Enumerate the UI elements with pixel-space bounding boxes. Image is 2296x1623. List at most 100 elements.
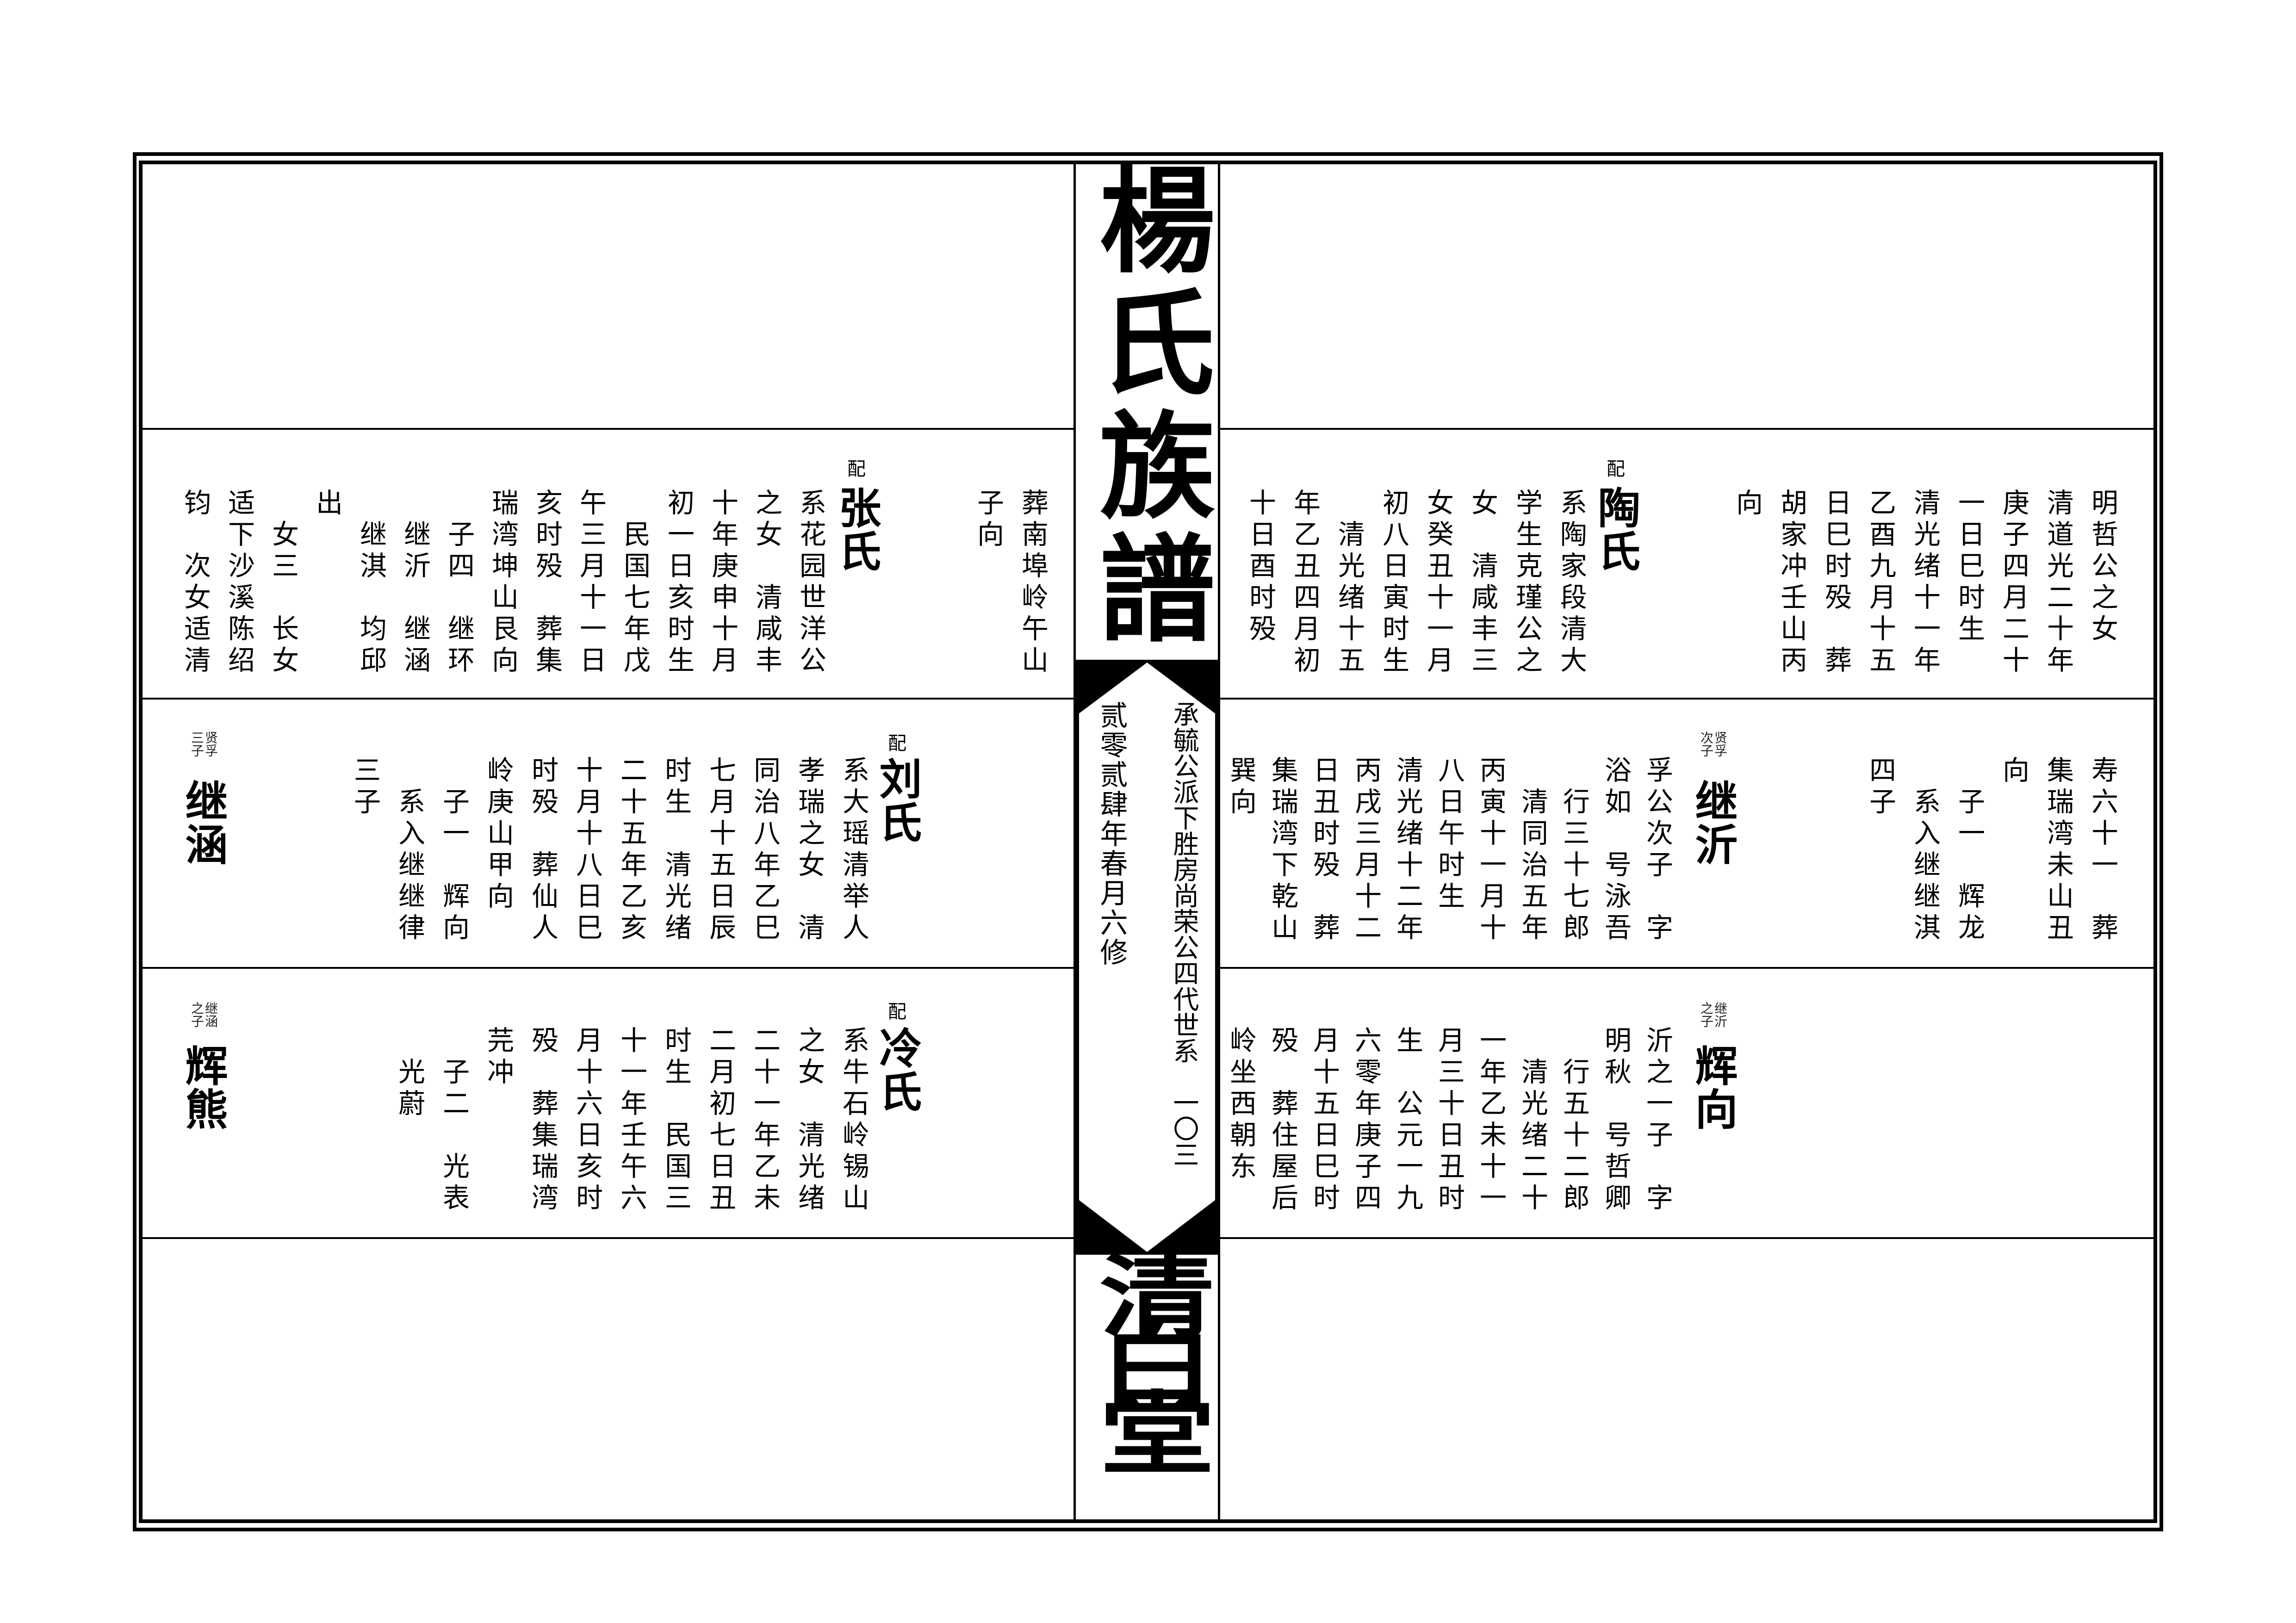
text-column: 清光绪十五 (1334, 489, 1365, 677)
text-column: 出 (311, 489, 343, 520)
text-column: 继沂 继涵 (399, 489, 431, 677)
member-record: 沂之一子 字明秋 号哲卿 行五十二郎 清光绪二十一年乙未十一月三十日丑时生 公元… (1220, 1026, 1678, 1215)
text-column: 孚公次子 字 (1642, 756, 1673, 945)
text-column: 系牛石岭锡山 (838, 1026, 869, 1215)
genealogy-title: 楊氏族譜 (1080, 160, 1216, 652)
text-column: 十一年壬午六 (616, 1026, 647, 1215)
text-column: 清同治五年 (1517, 756, 1548, 945)
inner-border (139, 161, 2157, 1523)
lineage-subtitle: 承毓公派下胜房尚荣公四代世系 一〇三 (1169, 701, 1199, 1167)
text-column: 二十一年乙未 (749, 1026, 781, 1215)
member-name: 继沂 (1688, 779, 1738, 866)
text-column: 月三十日丑时 (1433, 1026, 1465, 1215)
text-column: 孝瑞之女 清 (794, 756, 825, 945)
text-column: 瑞湾坤山艮向 (487, 489, 519, 677)
text-column: 亥时殁 葬集 (531, 489, 563, 677)
row-divider (1220, 967, 2154, 969)
text-column: 系入继继淇 (1909, 756, 1941, 945)
text-column: 明哲公之女 (2087, 489, 2118, 646)
spouse-marker: 配 (885, 1002, 906, 1020)
text-column: 殁 葬集瑞湾 (527, 1026, 558, 1215)
relation-label: 贤孚三子 (189, 731, 218, 757)
text-column: 系花园世洋公 (795, 489, 826, 677)
relation-label: 继涵之子 (189, 1002, 218, 1028)
text-column: 时生 清光绪 (660, 756, 692, 945)
text-column: 丙寅十一月十 (1475, 756, 1507, 945)
text-column: 胡家冲壬山丙 (1776, 489, 1807, 677)
text-column: 四子 (1865, 756, 1896, 819)
spouse-record: 系花园世洋公之女 清咸丰十年庚申十月初一日亥时生 民国七年戊午三月十一日亥时殁 … (173, 489, 832, 677)
text-column: 葬南埠岭午山 (1017, 489, 1049, 677)
text-column: 日丑时殁 葬 (1309, 756, 1340, 945)
row-divider (141, 428, 1074, 430)
text-column: 行五十二郎 (1558, 1026, 1590, 1215)
text-column: 学生克瑾公之 (1511, 489, 1543, 677)
text-column: 子二 光表 (438, 1026, 470, 1215)
text-column: 清光绪十一年 (1909, 489, 1941, 677)
member-record: 孚公次子 字浴如 号泳吾 行三十七郎 清同治五年丙寅十一月十八日午时生清光绪十二… (1220, 756, 1678, 945)
text-column: 巽向 (1225, 756, 1257, 819)
spouse-name: 张氏 (832, 486, 881, 573)
text-column: 之女 清光绪 (794, 1026, 825, 1215)
text-column: 清光绪二十 (1517, 1026, 1548, 1215)
text-column: 生 公元一九 (1392, 1026, 1423, 1215)
text-column: 十年庚申十月 (707, 489, 738, 677)
text-column: 之女 清咸丰 (751, 489, 782, 677)
spouse-name: 刘氏 (872, 757, 922, 844)
spouse-record: 系陶家段清大学生克瑾公之女 清咸丰三女癸丑十一月初八日寅时生 清光绪十五年乙丑四… (1238, 489, 1594, 677)
outer-border (133, 152, 2163, 1531)
text-column: 行三十七郎 (1558, 756, 1590, 945)
spouse-marker: 配 (844, 459, 865, 477)
text-column: 六零年庚子四 (1350, 1026, 1382, 1215)
text-column: 三子 (349, 756, 381, 819)
text-column: 寿六十一 葬 (2087, 756, 2118, 945)
text-column: 同治八年乙巳 (749, 756, 781, 945)
text-column: 集瑞湾下乾山 (1267, 756, 1298, 945)
text-column: 向 (1998, 756, 2029, 787)
record-continued: 寿六十一 葬集瑞湾未山丑向 子一 辉龙 系入继继淇四子 (1858, 756, 2125, 945)
text-column: 女癸丑十一月 (1422, 489, 1454, 677)
row-divider (1220, 428, 2154, 430)
text-column: 七月十五日辰 (705, 756, 736, 945)
text-column: 清光绪十二年 (1392, 756, 1423, 945)
text-column: 岭庚山甲向 (483, 756, 514, 913)
text-column: 时生 民国三 (660, 1026, 692, 1215)
text-column: 初一日亥时生 (663, 489, 695, 677)
text-column: 午三月十一日 (575, 489, 607, 677)
row-divider (1220, 1237, 2154, 1239)
text-column: 初八日寅时生 (1378, 489, 1409, 677)
text-column: 光蔚 (394, 1026, 425, 1121)
text-column: 一日巳时生 (1954, 489, 1985, 646)
text-column: 子一 辉龙 (1954, 756, 1985, 945)
text-column: 一年乙未十一 (1475, 1026, 1507, 1215)
text-column: 乙酉九月十五 (1865, 489, 1896, 677)
text-column: 十日酉时殁 (1245, 489, 1276, 646)
member-name: 辉熊 (178, 1044, 228, 1131)
text-column: 二月初七日丑 (705, 1026, 736, 1215)
text-column: 月十五日巳时 (1309, 1026, 1340, 1215)
text-column: 芫冲 (483, 1026, 514, 1089)
text-column: 明秋 号哲卿 (1600, 1026, 1632, 1215)
text-column: 年乙丑四月初 (1289, 489, 1321, 677)
text-column: 二十五年乙亥 (616, 756, 647, 945)
record-mingzhe-daughter: 明哲公之女清道光二十年庚子四月二十一日巳时生清光绪十一年乙酉九月十五日巳时殁 葬… (1725, 489, 2125, 677)
relation-label: 贤孚次子 (1699, 731, 1728, 757)
member-name: 辉向 (1688, 1044, 1738, 1131)
text-column: 时殁 葬仙人 (527, 756, 558, 945)
text-column: 女 清咸丰三 (1467, 489, 1498, 677)
text-column: 月十六日亥时 (571, 1026, 603, 1215)
row-divider (141, 967, 1074, 969)
text-column: 庚子四月二十 (1998, 489, 2029, 677)
text-column: 适下沙溪陈绍 (223, 489, 255, 677)
text-column: 殁 葬住屋后 (1267, 1026, 1298, 1215)
spine-chevron-band (1074, 660, 1220, 1255)
text-column: 八日午时生 (1433, 756, 1465, 913)
text-column: 清道光二十年 (2042, 489, 2074, 677)
relation-label: 继沂之子 (1699, 1002, 1728, 1028)
record-continued: 葬南埠岭午山子向 (966, 489, 1055, 677)
member-name: 继涵 (178, 779, 228, 866)
revision-date: 贰零贰肆年春月六修 (1095, 701, 1128, 967)
spouse-record: 系牛石岭锡山之女 清光绪二十一年乙未二月初七日丑时生 民国三十一年壬午六月十六日… (387, 1026, 876, 1215)
text-column: 子向 (973, 489, 1004, 551)
spouse-marker: 配 (885, 733, 906, 752)
